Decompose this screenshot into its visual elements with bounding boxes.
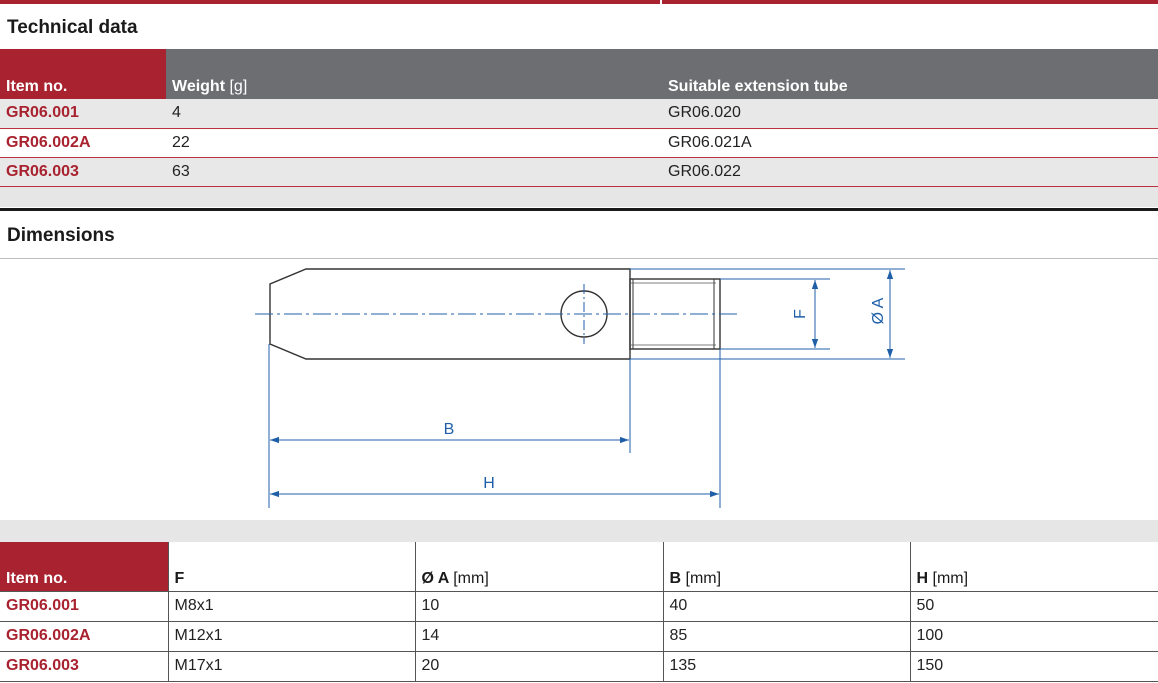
table-row: GR06.002A M12x1 14 85 100 [0,621,1158,652]
header-a: Ø A [mm] [414,542,663,591]
f-value: M8x1 [167,590,415,622]
f-value: M17x1 [167,651,415,682]
table-row: GR06.001 M8x1 10 40 50 [0,590,1158,622]
item-number: GR06.002A [0,621,168,652]
technical-data-title: Technical data [7,17,138,38]
item-number: GR06.003 [0,651,168,682]
weight-value: 22 [166,128,662,158]
table-row: GR06.001 4 GR06.020 [0,99,1158,129]
spacer-strip [0,187,1158,207]
dim-label-f: F [792,309,809,319]
header-item-no: Item no. [0,542,168,591]
h-value: 50 [909,590,1158,622]
spacer-strip [0,520,1158,542]
header-b: B [mm] [662,542,910,591]
table-row: GR06.002A 22 GR06.021A [0,128,1158,158]
f-value: M12x1 [167,621,415,652]
dim-label-h: H [483,475,495,492]
b-value: 135 [662,651,910,682]
dim-label-a: Ø A [870,297,887,324]
top-accent-bar [0,0,1158,4]
table-row: GR06.003 M17x1 20 135 150 [0,651,1158,682]
a-value: 14 [414,621,663,652]
dimension-drawing: B H F Ø A [255,268,905,508]
dimensions-header-row: Item no. F Ø A [mm] B [mm] H [mm] [0,542,1158,591]
h-value: 150 [909,651,1158,682]
b-value: 85 [662,621,910,652]
header-weight: Weight [g] [166,49,662,99]
section-divider [0,208,1158,211]
item-number: GR06.002A [0,128,166,158]
weight-value: 63 [166,157,662,187]
dimensions-rule [0,258,1158,259]
header-h: H [mm] [909,542,1158,591]
extension-tube-value: GR06.022 [662,157,1158,187]
weight-value: 4 [166,99,662,129]
dimensions-title: Dimensions [7,225,115,246]
header-f: F [167,542,415,591]
a-value: 20 [414,651,663,682]
technical-data-table: Item no. Weight [g] Suitable extension t… [0,49,1158,187]
a-value: 10 [414,590,663,622]
dimensions-table: Item no. F Ø A [mm] B [mm] H [mm] GR06.0… [0,542,1158,682]
item-number: GR06.003 [0,157,166,187]
extension-tube-value: GR06.020 [662,99,1158,129]
item-number: GR06.001 [0,99,166,129]
h-value: 100 [909,621,1158,652]
header-extension-tube: Suitable extension tube [662,49,1158,99]
extension-tube-value: GR06.021A [662,128,1158,158]
b-value: 40 [662,590,910,622]
item-number: GR06.001 [0,590,168,622]
technical-header-row: Item no. Weight [g] Suitable extension t… [0,49,1158,99]
header-item-no: Item no. [0,49,166,99]
table-row: GR06.003 63 GR06.022 [0,157,1158,187]
dim-label-b: B [444,421,455,438]
